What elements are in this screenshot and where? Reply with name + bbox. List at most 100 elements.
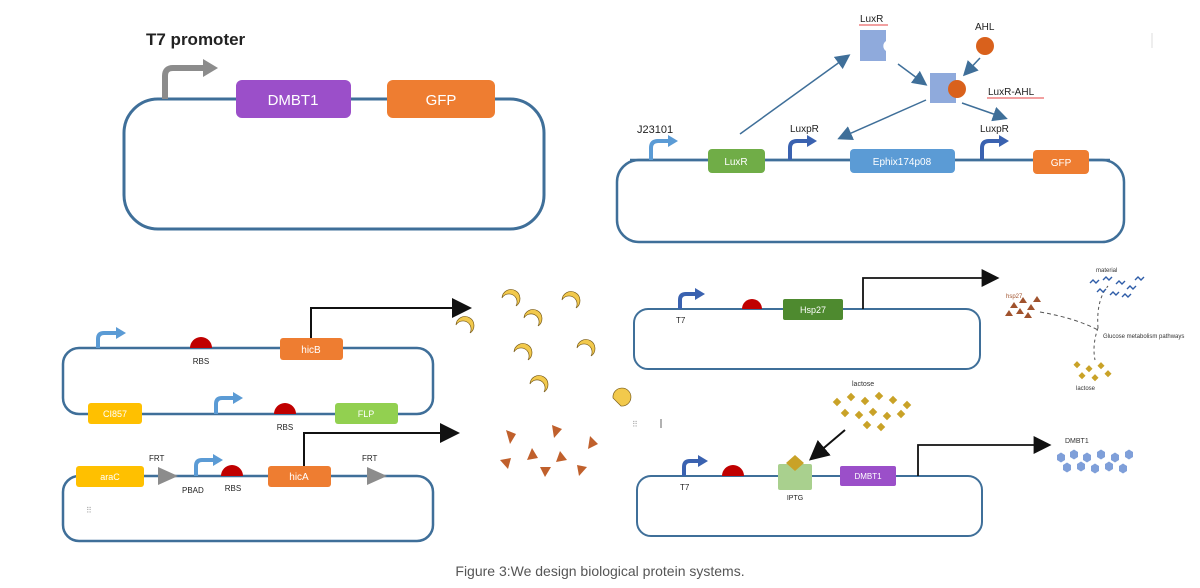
iptg-molecule-icon [786,455,804,471]
frt-1-label: FRT [149,454,165,463]
gene-ci857 [88,403,142,424]
t7-promoter-dmbt-icon [682,459,700,476]
j23101-promoter-icon [649,139,670,160]
promoter-upper-icon [96,331,118,348]
j23101-label: J23101 [637,124,673,136]
rbs-mid-icon [274,403,296,414]
wedge-icon [552,425,562,438]
lactose-dmbt-label: lactose [852,381,874,388]
diamond-icon [1097,362,1105,370]
gene-hica-label: hicA [289,472,309,483]
dmbt1-protein-cluster [1057,449,1133,474]
diamond-icon [888,395,898,405]
diamond-icon [1104,370,1112,378]
luxpr-arrowhead-1-icon [807,135,817,147]
rbs-low-label: RBS [225,484,241,493]
luxr-protein-label: LuxR [860,14,883,25]
crescent-icon [561,291,581,309]
hsp27-expression-arrow [862,269,1000,309]
triangle-icon [1033,296,1041,302]
gene-flp [335,403,398,424]
iptg-operator [778,464,812,490]
hexagon-icon [1057,452,1065,463]
t7-arrowhead-hsp-icon [695,288,705,300]
diamond-icon [862,420,872,430]
diamond-icon [840,408,850,418]
t7-promoter-hsp-icon [678,292,697,309]
handle-glyph: ⠿ [86,506,92,515]
promoter-mid-icon [214,396,235,414]
gene-flp-label: FLP [358,409,375,419]
triangle-icon [1010,302,1018,308]
triangle-icon [1019,297,1027,303]
hexagon-icon [1077,461,1085,472]
panel-dmbt1: T7 IPTG DMBT1 lactose DMBT1 [636,381,1133,537]
zigzag-icon [1102,276,1113,281]
luxpr-1-label: LuxpR [790,124,819,135]
luxpr-promoter-1-icon [788,139,809,160]
promoter-mid-arrowhead-icon [233,392,243,404]
pbad-promoter-icon [194,458,215,476]
plasmid-backbone-upper [61,346,435,416]
crescent-icon [529,375,549,393]
diamond-icon [1091,374,1099,382]
diamond-icon [854,410,864,420]
gene-dmbt1 [236,80,351,118]
complex-ahl-icon [948,80,966,98]
figure-caption: Figure 3:We design biological protein sy… [455,563,745,579]
material-branch-lines [1093,285,1109,361]
lactose-cluster-hsp [1073,361,1112,382]
hexagon-icon [1063,462,1071,473]
panel-hsp27: T7 Hsp27 hsp27 material Glucose m [633,268,1184,392]
gene-ephix174p08 [850,149,955,173]
hexagon-icon [1111,452,1119,463]
hica-protein-cluster [500,425,598,477]
panel-kill-switch: RBS hicB CI857 RBS FLP araC FRT PBAD RBS… [61,289,662,543]
gene-hsp27 [783,299,843,320]
material-cluster [1089,276,1145,298]
promoter-arrowhead-icon [203,59,218,77]
hicb-protein-cluster [455,289,632,407]
gene-dmbt1-panel5 [840,466,896,486]
gene-gfp-lux [1033,150,1089,174]
zigzag-icon [1134,276,1145,281]
triangle-icon [1016,308,1024,314]
triangle-icon [1024,312,1032,318]
dashed-pathway-line [1039,311,1099,331]
rbs-hsp-icon [742,299,762,309]
luxr-ahl-label: LuxR-AHL [988,87,1035,98]
plasmid-backbone [122,97,546,231]
j23101-arrowhead-icon [668,135,678,147]
diamond-icon [874,391,884,401]
crescent-icon [612,387,632,407]
diamond-icon [846,392,856,402]
frt-site-1-icon [158,467,178,485]
lactose-cluster-dmbt [832,391,912,432]
arrow-ahl-to-complex [962,57,981,77]
dmbt1-product-label: DMBT1 [1065,438,1089,445]
wedge-icon [556,451,567,462]
luxpr-2-label: LuxpR [980,124,1009,135]
gene-hicb-label: hicB [301,345,321,356]
hexagon-icon [1097,449,1105,460]
diamond-icon [860,396,870,406]
pbad-arrowhead-icon [213,454,223,466]
material-label: material [1096,268,1117,274]
promoter-arrow-icon [162,65,205,99]
wedge-icon [506,430,516,444]
arrow-luxr-to-complex [897,63,928,86]
gene-dmbt1-label: DMBT1 [268,92,319,109]
wedge-icon [527,448,538,460]
hica-expression-arrow [303,423,460,466]
dmbt1-expression-arrow [917,436,1052,476]
t7-arrowhead-dmbt-icon [698,455,708,467]
diamond-icon [1078,372,1086,380]
triangle-icon [1027,304,1035,310]
wedge-icon [540,467,551,477]
hexagon-icon [1083,452,1091,463]
crescent-icon [523,309,543,327]
diamond-icon [896,409,906,419]
luxpr-promoter-2-icon [980,139,1001,160]
gene-arac [76,466,144,487]
